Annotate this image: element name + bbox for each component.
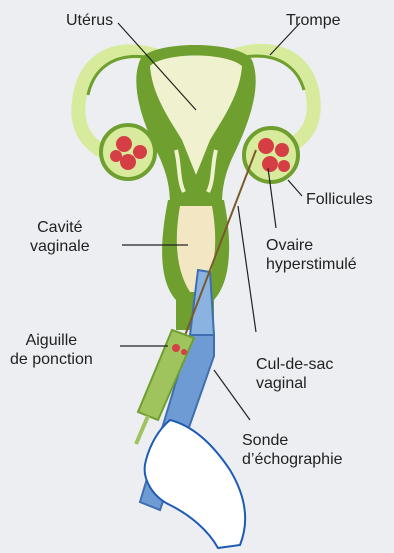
label-tube: Trompe — [286, 11, 341, 30]
label-needle: Aiguille de ponction — [10, 331, 93, 369]
label-follicles: Follicules — [306, 190, 373, 209]
gloved-hand — [145, 420, 246, 548]
right-ovary — [244, 128, 298, 182]
uterus — [136, 45, 255, 205]
label-ovary: Ovaire hyperstimulé — [266, 236, 357, 274]
label-uterus: Utérus — [66, 11, 113, 30]
left-ovary — [101, 125, 155, 179]
label-cul-de-sac: Cul-de-sac vaginal — [256, 355, 333, 393]
label-probe: Sonde d’échographie — [242, 431, 343, 469]
label-vaginal-cavity: Cavité vaginale — [30, 218, 90, 256]
